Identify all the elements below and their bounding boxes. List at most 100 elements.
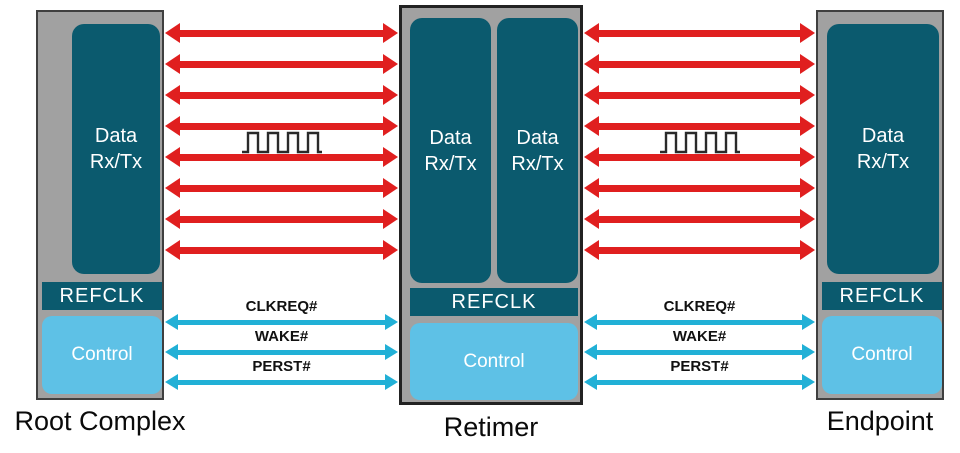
pcie-lane-arrow [165, 85, 398, 105]
arrow-shaft [178, 122, 385, 130]
retimer-refclk-bar: REFCLK [410, 288, 578, 316]
arrowhead-left [165, 178, 180, 198]
endpoint-data-rxtx-box: Data Rx/Tx [827, 24, 939, 274]
arrowhead-right [385, 344, 398, 360]
root-complex-control-box: Control [42, 316, 162, 394]
arrowhead-right [383, 209, 398, 229]
sideband-link-left: CLKREQ#WAKE#PERST# [164, 0, 399, 453]
arrow-shaft [176, 319, 387, 325]
arrowhead-right [800, 240, 815, 260]
arrowhead-right [383, 178, 398, 198]
arrow-shaft [595, 379, 804, 385]
arrow-shaft [597, 122, 802, 130]
arrowhead-right [385, 374, 398, 390]
sideband-arrow [584, 344, 815, 360]
retimer-data-rxtx-box-right: Data Rx/Tx [497, 18, 578, 283]
endpoint-caption: Endpoint [826, 406, 934, 436]
pcie-lane-arrow [584, 23, 815, 43]
pcie-lane-arrow [584, 209, 815, 229]
sideband-arrow [584, 374, 815, 390]
arrow-shaft [178, 153, 385, 161]
retimer-block: Data Rx/Tx Data Rx/Tx REFCLK Control [399, 5, 583, 405]
pcie-lane-arrow [165, 240, 398, 260]
arrow-shaft [595, 319, 804, 325]
arrowhead-left [165, 240, 180, 260]
pcie-lane-arrow [165, 54, 398, 74]
pcie-lane-arrow [165, 147, 398, 167]
sideband-arrow [165, 314, 398, 330]
pcie-lane-arrow [165, 23, 398, 43]
arrowhead-left [165, 314, 178, 330]
clock-waveform-icon [242, 131, 322, 154]
arrowhead-right [383, 240, 398, 260]
arrow-shaft [597, 246, 802, 254]
arrow-shaft [595, 349, 804, 355]
root-complex-block: Data Rx/Tx REFCLK Control [36, 10, 164, 400]
arrowhead-right [383, 54, 398, 74]
sideband-arrow [165, 374, 398, 390]
arrowhead-right [383, 116, 398, 136]
sideband-signal-label: CLKREQ# [245, 298, 318, 315]
arrowhead-right [802, 344, 815, 360]
arrowhead-right [800, 116, 815, 136]
sideband-link-right: CLKREQ#WAKE#PERST# [583, 0, 816, 453]
arrowhead-left [584, 23, 599, 43]
endpoint-control-box: Control [822, 316, 942, 394]
sideband-arrow [584, 314, 815, 330]
data-rxtx-label: Data Rx/Tx [89, 125, 143, 173]
arrow-shaft [178, 184, 385, 192]
arrowhead-left [584, 85, 599, 105]
arrowhead-right [800, 209, 815, 229]
arrow-shaft [597, 29, 802, 37]
arrowhead-left [584, 344, 597, 360]
data-rxtx-label: Data Rx/Tx [511, 126, 564, 175]
pcie-lanes-link-left [164, 0, 399, 453]
arrowhead-left [584, 374, 597, 390]
sideband-arrow [165, 344, 398, 360]
arrow-shaft [178, 246, 385, 254]
arrowhead-left [584, 116, 599, 136]
arrowhead-left [165, 116, 180, 136]
pcie-lane-arrow [584, 85, 815, 105]
pcie-lane-arrow [584, 178, 815, 198]
arrowhead-right [383, 147, 398, 167]
pcie-lane-arrow [165, 209, 398, 229]
arrowhead-left [165, 85, 180, 105]
arrowhead-right [383, 85, 398, 105]
arrow-shaft [176, 379, 387, 385]
arrowhead-left [584, 240, 599, 260]
pcie-lane-arrow [165, 178, 398, 198]
arrowhead-left [165, 374, 178, 390]
endpoint-block: Data Rx/Tx REFCLK Control [816, 10, 944, 400]
retimer-data-rxtx-box-left: Data Rx/Tx [410, 18, 491, 283]
pcie-lane-arrow [165, 116, 398, 136]
arrowhead-right [802, 374, 815, 390]
pcie-lane-arrow [584, 116, 815, 136]
sideband-signal-label: WAKE# [254, 328, 309, 345]
pcie-lane-arrow [584, 147, 815, 167]
arrow-shaft [597, 215, 802, 223]
arrow-shaft [597, 153, 802, 161]
pcie-lanes-link-right [583, 0, 816, 453]
arrow-shaft [597, 60, 802, 68]
arrowhead-left [584, 178, 599, 198]
arrowhead-left [165, 54, 180, 74]
arrowhead-left [165, 344, 178, 360]
pcie-lane-arrow [584, 54, 815, 74]
endpoint-refclk-bar: REFCLK [822, 282, 942, 310]
arrow-shaft [178, 91, 385, 99]
arrowhead-right [800, 85, 815, 105]
arrowhead-right [800, 147, 815, 167]
arrow-shaft [597, 91, 802, 99]
clock-waveform-icon [660, 131, 740, 154]
data-rxtx-label: Data Rx/Tx [856, 125, 910, 173]
arrowhead-left [584, 314, 597, 330]
data-rxtx-label: Data Rx/Tx [424, 126, 477, 175]
sideband-signal-label: PERST# [670, 358, 729, 375]
arrow-shaft [178, 60, 385, 68]
arrow-shaft [178, 29, 385, 37]
retimer-control-box: Control [410, 323, 578, 400]
root-complex-caption: Root Complex [14, 406, 186, 436]
arrow-shaft [597, 184, 802, 192]
